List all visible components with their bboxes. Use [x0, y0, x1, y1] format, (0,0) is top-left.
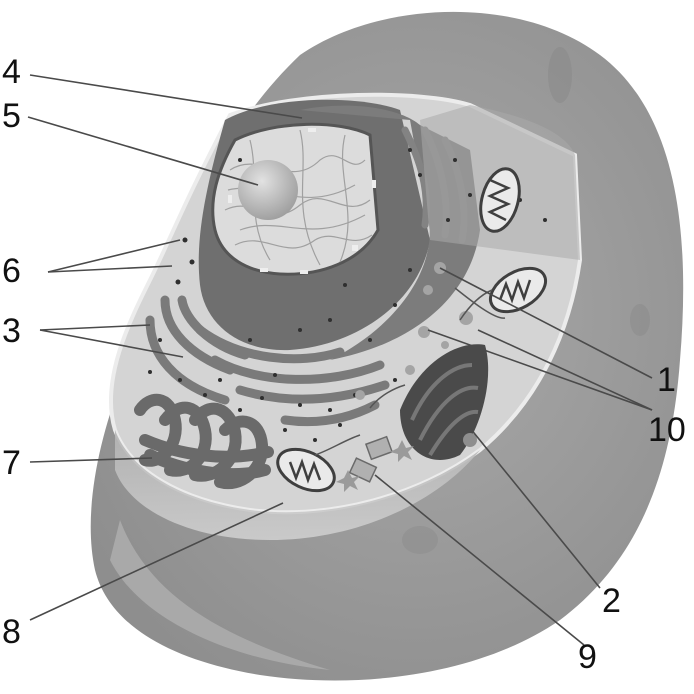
label-7: 7 [2, 444, 21, 482]
centrioles [336, 435, 414, 492]
cell-surface-spot [402, 526, 438, 554]
mitochondrion [479, 167, 521, 233]
label-6: 6 [2, 252, 21, 290]
golgi-apparatus [400, 344, 489, 460]
cell-surface-spot [630, 304, 650, 336]
label-5: 5 [2, 97, 21, 135]
leader-lines [27, 74, 653, 646]
nuclear-pores [228, 128, 376, 274]
label-9: 9 [578, 638, 597, 676]
mitochondrion-labeled [276, 447, 336, 493]
label-4: 4 [2, 53, 21, 91]
label-8: 8 [2, 613, 21, 651]
chromatin [224, 129, 373, 266]
label-10: 10 [648, 411, 686, 449]
label-2: 2 [602, 582, 621, 620]
smooth-er [134, 393, 274, 490]
cell-shading [110, 520, 330, 670]
label-3: 3 [2, 312, 21, 350]
label-1: 1 [657, 361, 676, 399]
cytoskeleton [314, 287, 506, 456]
nucleolus [238, 160, 298, 220]
cell-surface-spot [548, 47, 572, 103]
cut-edge [115, 430, 480, 540]
ribosomes [148, 148, 547, 442]
rough-er [145, 295, 390, 427]
